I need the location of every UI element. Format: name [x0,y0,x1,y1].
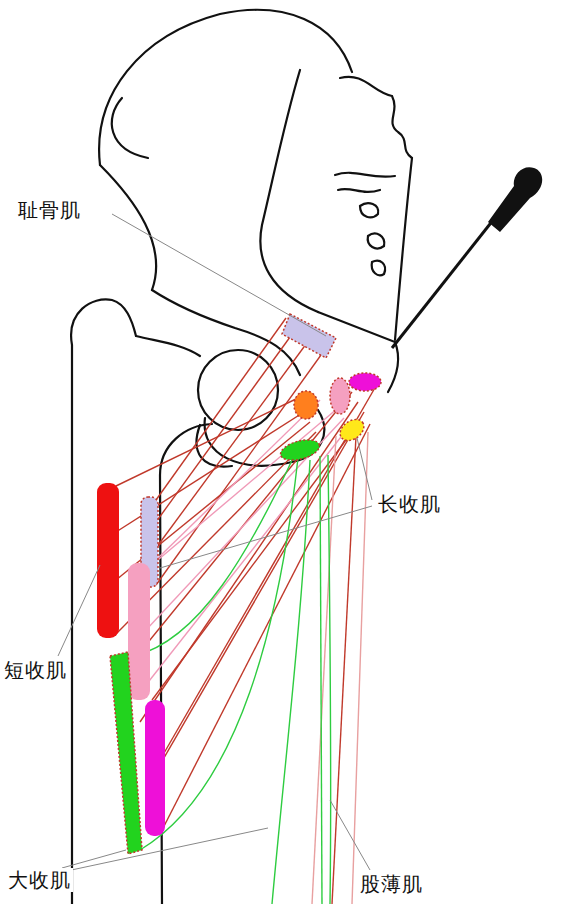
attachment-areas [97,314,381,854]
sacral-foramen [368,234,385,249]
pubic-ramus [318,312,398,392]
fiber [328,455,331,904]
iliac-crest [99,10,352,165]
fiber [140,458,298,850]
leader-line [160,506,372,568]
ilium-inner [260,70,318,312]
acetabulum [152,290,300,375]
origin-area [349,373,381,391]
fiber [272,460,310,904]
fiber [352,432,368,904]
bone-outline [71,10,412,904]
part-label: 长收肌 [376,492,443,516]
insertion-area [145,700,165,836]
sacral-foramen [372,261,385,276]
fiber [152,440,346,700]
origin-area [282,314,336,358]
insertion-area [97,483,119,638]
iliac-spine [112,98,148,158]
probe-tool [392,167,542,348]
fiber [146,408,338,570]
fiber [160,386,376,760]
fiber [140,402,358,722]
insertion-area [110,652,142,854]
origin-area [330,378,350,414]
leader-line [62,828,268,872]
muscle-fibers [116,318,376,904]
part-label: 大收肌 [6,868,73,892]
lesser-trochanter [197,425,232,467]
sacrum-inner [335,173,395,192]
leader-line [112,214,326,336]
insertion-area [128,563,150,700]
leader-line [357,438,372,500]
femur-medial [160,424,212,904]
fiber [132,392,352,662]
fiber [116,398,298,486]
femur-neck [136,336,200,356]
sacrum [340,77,412,158]
leader-lines [58,214,372,872]
fiber [320,456,322,904]
part-label: 耻骨肌 [16,198,83,222]
origin-area [294,391,318,419]
leader-line [58,565,100,656]
ilium-edge [100,165,156,290]
fiber [150,412,364,782]
femoral-head [198,350,278,430]
fiber [156,348,326,585]
origin-area [278,436,321,464]
fiber [156,318,286,500]
fiber [142,428,348,690]
fiber [146,418,344,630]
part-label: 短收肌 [2,658,69,682]
fiber [312,436,336,904]
probe-handle [488,167,542,232]
sacral-foramen [360,203,378,217]
fiber [332,436,356,904]
probe-rod [392,205,505,348]
origin-area [336,415,368,445]
leader-line [330,800,370,870]
part-label: 股薄肌 [358,872,425,896]
sacrum-edge [395,158,412,340]
